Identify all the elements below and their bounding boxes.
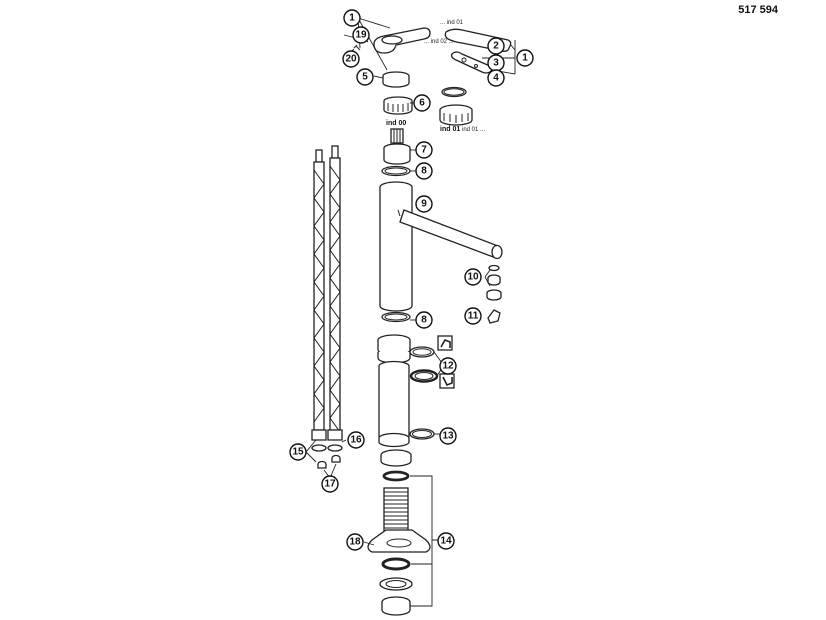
cartridge-ind01: ind 01 ind 01 ...: [439, 104, 485, 133]
svg-text:1: 1: [522, 53, 528, 64]
mounting-kit-14: [367, 449, 431, 616]
svg-text:20: 20: [345, 54, 357, 65]
lever-handle-assembly-ind02: ... ind 02 ...: [373, 27, 454, 54]
svg-text:2: 2: [493, 41, 499, 52]
revision-label-ind01-small: ... ind 01: [440, 20, 464, 26]
svg-text:8: 8: [421, 166, 427, 177]
cartridge-7: [383, 128, 411, 165]
aerator-key-11: [487, 309, 501, 324]
callout-9: 9: [415, 195, 433, 213]
orientation-marker-upper: [437, 335, 453, 351]
o-ring-8-lower: [381, 311, 411, 323]
svg-text:16: 16: [350, 435, 362, 446]
svg-text:1: 1: [349, 13, 355, 24]
callout-2: 2: [487, 37, 505, 55]
revision-label-ind01: ind 01: [440, 126, 460, 133]
connector-17: [317, 454, 341, 469]
svg-text:11: 11: [468, 311, 479, 322]
seal-12-lower: [409, 369, 439, 383]
callout-14: 14: [437, 532, 455, 550]
callout-8-upper: 8: [415, 162, 433, 180]
revision-label-ind01-dots: ind 01 ...: [462, 127, 485, 133]
o-ring-ind01: [441, 86, 467, 98]
callout-1-top-right: 1: [516, 49, 534, 67]
svg-text:10: 10: [467, 272, 479, 283]
callout-12: 12: [439, 357, 457, 375]
callout-4: 4: [487, 69, 505, 87]
svg-text:9: 9: [421, 199, 427, 210]
svg-text:14: 14: [440, 536, 452, 547]
svg-text:18: 18: [349, 537, 361, 548]
callout-1-top-left: 1: [343, 9, 361, 27]
supply-hoses: [311, 145, 343, 452]
svg-text:15: 15: [292, 447, 304, 458]
screw-20: [353, 44, 361, 51]
callout-13: 13: [439, 427, 457, 445]
document-number: 517 594: [738, 4, 779, 16]
callout-10: 10: [464, 268, 482, 286]
callout-7: 7: [415, 141, 433, 159]
svg-text:5: 5: [362, 72, 368, 83]
callout-3: 3: [487, 54, 505, 72]
svg-text:6: 6: [419, 98, 425, 109]
callout-18: 18: [346, 533, 364, 551]
svg-text:19: 19: [355, 30, 367, 41]
callout-11: 11: [464, 307, 482, 325]
revision-label-ind02: ... ind 02 ...: [424, 39, 454, 45]
orientation-marker-lower: [439, 373, 455, 389]
callout-5: 5: [356, 68, 374, 86]
o-ring-8-upper: [381, 165, 411, 177]
callout-15: 15: [289, 443, 307, 461]
seal-12-upper: [409, 346, 435, 358]
aerator-10: [486, 264, 502, 301]
svg-text:3: 3: [493, 58, 499, 69]
callout-6: 6: [413, 94, 431, 112]
callout-19: 19: [352, 26, 370, 44]
faucet-body-9: [379, 181, 503, 312]
svg-text:4: 4: [493, 73, 499, 84]
adapter-6: ind 00: [383, 96, 413, 127]
callout-8-lower: 8: [415, 311, 433, 329]
svg-text:7: 7: [421, 145, 427, 156]
svg-text:13: 13: [442, 431, 454, 442]
svg-text:12: 12: [442, 361, 454, 372]
callout-20: 20: [342, 50, 360, 68]
cap-ring-5: [382, 71, 410, 88]
svg-text:17: 17: [324, 479, 336, 490]
callout-16: 16: [347, 431, 365, 449]
o-ring-13: [409, 428, 435, 440]
revision-label-ind00: ind 00: [386, 120, 406, 127]
callout-17: 17: [321, 475, 339, 493]
lower-tube-assembly: [377, 334, 411, 448]
svg-text:8: 8: [421, 315, 427, 326]
